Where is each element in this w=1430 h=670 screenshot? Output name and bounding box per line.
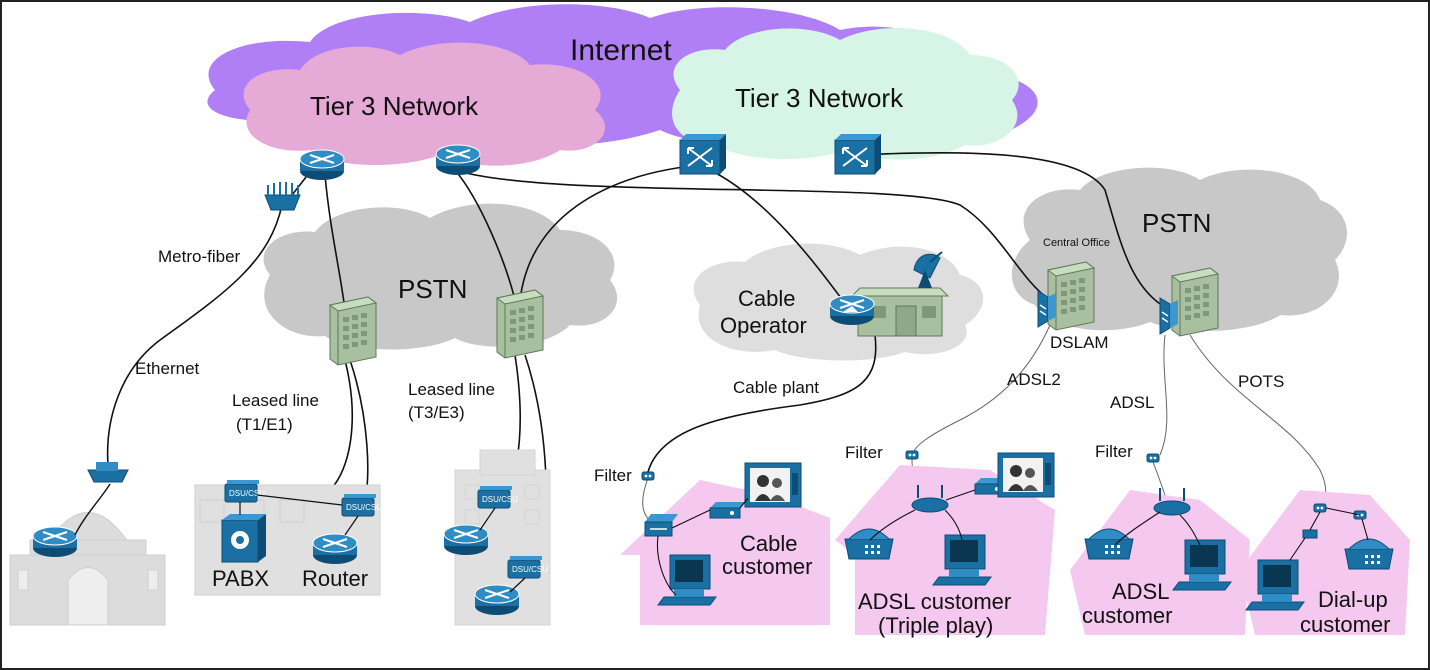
tier3-left-label: Tier 3 Network [310, 91, 479, 121]
link-pots [1189, 334, 1327, 511]
adsl2-label: ADSL2 [1007, 370, 1061, 389]
central-office-building-icon [1171, 267, 1219, 337]
link-tier3r-to-pstn-right [859, 151, 1171, 311]
adsl-customer-label-1: ADSL [1112, 579, 1169, 604]
cable-customer-label-1: Cable [740, 531, 797, 556]
ethernet-label: Ethernet [135, 359, 200, 378]
router-icon [299, 149, 345, 181]
link-adsl2 [911, 324, 1051, 456]
link-triple-home [869, 489, 976, 541]
link-switch-router [74, 483, 111, 536]
pabx-label: PABX [212, 566, 269, 591]
adsl-customer-house [1070, 490, 1250, 635]
router-icon [32, 526, 78, 558]
router-icon [312, 533, 358, 565]
link-cable-plant [647, 334, 877, 473]
cable-plant-label: Cable plant [733, 378, 819, 397]
link-dsu [256, 494, 343, 506]
link-tier3r-to-cable [709, 169, 851, 311]
dialup-label-2: customer [1300, 612, 1390, 637]
leased-line-2-type: (T3/E3) [408, 403, 465, 422]
dsu-csu-label: DSU/CSU [229, 489, 265, 498]
dsu-csu-label: DSU/CSU [512, 565, 548, 574]
dsu-csu-icon: DSU/CSU [507, 555, 548, 579]
tv-icon [997, 452, 1055, 498]
ethernet-switch-icon [87, 462, 129, 483]
tier3-right-cloud [672, 28, 1019, 160]
filter-icon [1313, 503, 1327, 513]
wifi-router-icon [1153, 488, 1191, 516]
filter-label-cable: Filter [594, 466, 632, 485]
cable-modem-icon [644, 514, 678, 537]
campus-building-icon [9, 512, 166, 626]
cable-operator-label-1: Cable [738, 286, 795, 311]
pstn-left-label: PSTN [398, 274, 467, 304]
pstn-right-cloud [1011, 167, 1347, 332]
router-label: Router [302, 566, 368, 591]
tier3-right-label: Tier 3 Network [735, 83, 904, 113]
pabx-icon [221, 514, 266, 563]
link-metro-fiber [106, 204, 283, 466]
switch-icon [679, 133, 727, 175]
leased-line-2-label: Leased line [408, 380, 495, 399]
tv-icon [744, 462, 802, 508]
triple-play-label-2: (Triple play) [878, 613, 993, 638]
link-adsl [1159, 334, 1168, 456]
tier3-left-cloud [243, 42, 606, 166]
wifi-router-icon [911, 485, 949, 513]
internet-label: Internet [570, 34, 672, 67]
dsu-csu-icon: DSU/CSU [224, 479, 265, 503]
link-dsu-router [344, 515, 359, 536]
cable-customer-label-2: customer [722, 554, 812, 579]
dsu-csu-icon: DSU/CSU [477, 485, 518, 509]
fiber-switch-icon [264, 182, 301, 211]
filter-label-adsl2: Filter [845, 443, 883, 462]
filter-icon [641, 471, 655, 481]
link-router2-to-dslam [454, 169, 1051, 301]
adsl-customer-label-2: customer [1082, 603, 1172, 628]
central-office-building-icon [496, 289, 544, 359]
cable-operator-label-2: Operator [720, 313, 807, 338]
triple-play-label-1: ADSL customer [858, 589, 1011, 614]
satellite-dish-icon [913, 251, 943, 288]
switch-icon [834, 133, 882, 175]
link-tier3r-to-pstn-2 [519, 164, 701, 301]
central-office-label: Central Office [1043, 237, 1110, 249]
dsu-csu-icon: DSU/CSU [341, 493, 382, 517]
filter-icon [905, 450, 919, 460]
leased-line-1-type: (T1/E1) [236, 415, 293, 434]
dslam-label: DSLAM [1050, 333, 1109, 352]
link-leased-t1-router [349, 359, 369, 501]
modem-icon [1302, 529, 1318, 539]
pots-label: POTS [1238, 372, 1284, 391]
link-adsl-home [1114, 511, 1201, 546]
central-office-building-icon [329, 296, 377, 366]
dialup-label-1: Dial-up [1318, 587, 1388, 612]
link-tier3-to-pstn-2 [454, 169, 516, 301]
filter-label-adsl: Filter [1095, 442, 1133, 461]
router-icon [443, 524, 489, 556]
link-dsu-routers [479, 507, 526, 593]
filter-icon [1146, 453, 1160, 463]
pstn-right-label: PSTN [1142, 208, 1211, 238]
router-icon [435, 144, 481, 176]
link-dialup-home [1289, 507, 1369, 561]
metro-fiber-label: Metro-fiber [158, 247, 241, 266]
cable-router-icon [829, 294, 875, 326]
adsl-label: ADSL [1110, 393, 1154, 412]
link-tier3-to-pstn-1 [324, 174, 346, 311]
link-cable-home [656, 497, 749, 596]
leased-line-1-label: Leased line [232, 391, 319, 410]
dsu-csu-label: DSU/CSU [346, 503, 382, 512]
dsu-csu-label: DSU/CSU [482, 495, 518, 504]
